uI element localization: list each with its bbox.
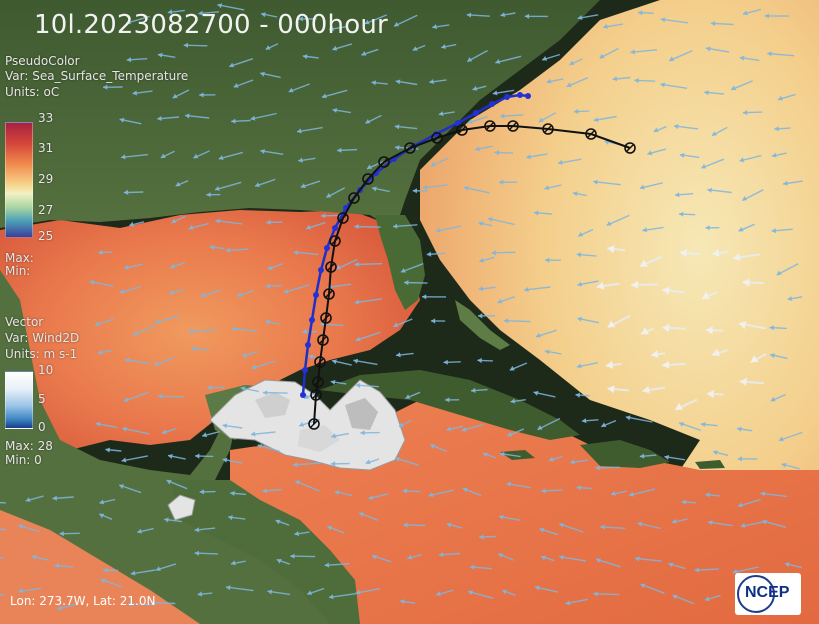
wind-min: Min: 0: [5, 453, 42, 467]
sst-max: Max:: [5, 251, 34, 265]
cursor-coordinates: Lon: 273.7W, Lat: 21.0N: [10, 594, 156, 608]
sst-tick-27: 27: [38, 203, 54, 217]
wind-vector-field: [0, 3, 803, 611]
wind-plot-type: Vector: [5, 315, 44, 329]
land-cuba: [320, 370, 580, 440]
wind-tick-5: 5: [38, 392, 46, 406]
land-north-america: [0, 0, 600, 230]
ncep-seal-icon: [737, 575, 775, 613]
land-jamaica: [500, 450, 535, 460]
ncep-logo-text: NCEP: [745, 584, 790, 601]
sst-tick-33: 33: [38, 111, 54, 125]
wind-max: Max: 28: [5, 439, 53, 453]
wind-tick-10: 10: [38, 363, 54, 377]
sst-plot-type: PseudoColor: [5, 54, 80, 68]
wind-tick-0: 0: [38, 420, 46, 434]
sst-tick-31: 31: [38, 141, 54, 155]
wind-colorbar: [5, 371, 33, 429]
sst-tick-25: 25: [38, 229, 54, 243]
track-blue-line: [301, 93, 529, 396]
land-central-america: [170, 480, 360, 624]
track-black-points: [308, 120, 636, 430]
land-puerto-rico: [695, 460, 725, 469]
sst-min: Min:: [5, 264, 31, 278]
storm-cloud-surface: [167, 379, 406, 521]
sst-colorbar: [5, 122, 33, 238]
wind-var-label: Var: Wind2D: [5, 331, 80, 345]
plot-title: 10l.2023082700 - 000hour: [34, 10, 388, 40]
gulf-of-mexico: [0, 210, 420, 480]
land-hispaniola: [580, 440, 670, 468]
land-bahamas: [455, 300, 510, 350]
land-florida: [375, 215, 425, 310]
sst-tick-29: 29: [38, 172, 54, 186]
sst-var-label: Var: Sea_Surface_Temperature: [5, 69, 189, 83]
wind-units-label: Units: m s-1: [5, 347, 78, 361]
ncep-logo: NCEP: [735, 573, 801, 615]
sst-units-label: Units: oC: [5, 85, 60, 99]
